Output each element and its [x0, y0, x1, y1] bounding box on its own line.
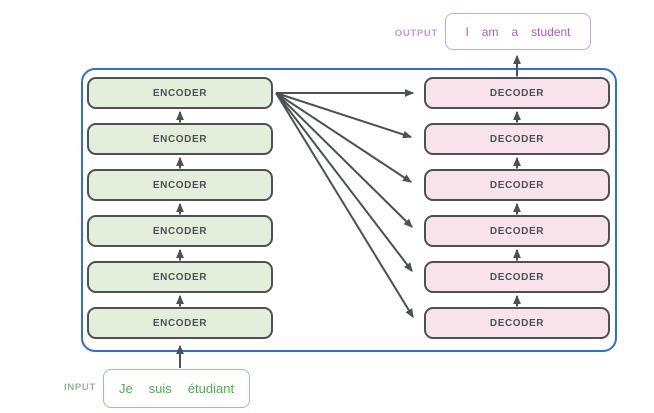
decoder-box-5: DECODER — [424, 261, 610, 293]
decoder-box-3: DECODER — [424, 169, 610, 201]
decoder-box-4: DECODER — [424, 215, 610, 247]
encoder-box-label: ENCODER — [152, 87, 208, 99]
decoder-box-label: DECODER — [489, 225, 545, 237]
decoder-box-label: DECODER — [489, 179, 545, 191]
output-token-box: I am a student — [445, 13, 591, 50]
encoder-box-6: ENCODER — [87, 307, 273, 339]
decoder-box-2: DECODER — [424, 123, 610, 155]
decoder-box-1: DECODER — [424, 77, 610, 109]
input-token: Je — [118, 381, 133, 396]
encoder-box-5: ENCODER — [87, 261, 273, 293]
encoder-box-label: ENCODER — [152, 225, 208, 237]
input-token-box: Je suis étudiant — [103, 369, 250, 408]
encoder-box-label: ENCODER — [152, 317, 208, 329]
encoder-box-4: ENCODER — [87, 215, 273, 247]
encoder-box-3: ENCODER — [87, 169, 273, 201]
decoder-box-label: DECODER — [489, 317, 545, 329]
encoder-box-label: ENCODER — [152, 179, 208, 191]
output-label: OUTPUT — [394, 28, 438, 39]
input-label: INPUT — [64, 382, 96, 393]
input-token: suis — [148, 381, 172, 396]
input-token: étudiant — [187, 381, 235, 396]
encoder-box-label: ENCODER — [152, 133, 208, 145]
output-token: student — [531, 24, 571, 39]
output-token: a — [511, 24, 519, 39]
output-token: am — [481, 24, 499, 39]
decoder-box-label: DECODER — [489, 87, 545, 99]
encoder-box-1: ENCODER — [87, 77, 273, 109]
decoder-box-label: DECODER — [489, 271, 545, 283]
decoder-box-6: DECODER — [424, 307, 610, 339]
encoder-box-2: ENCODER — [87, 123, 273, 155]
decoder-box-label: DECODER — [489, 133, 545, 145]
output-token: I — [465, 24, 469, 39]
encoder-box-label: ENCODER — [152, 271, 208, 283]
